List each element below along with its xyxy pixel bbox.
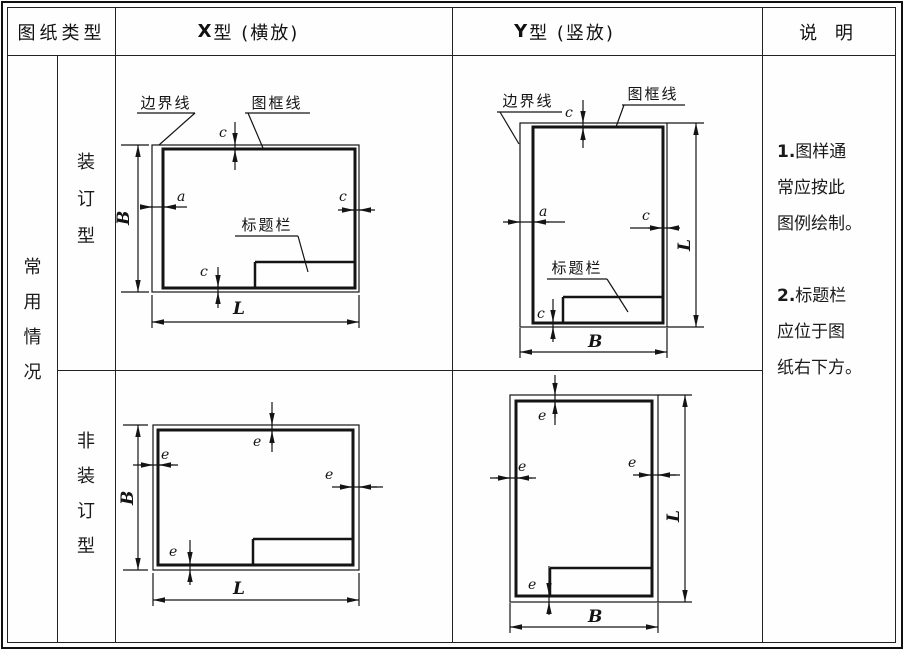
row-label-nonbinding-cell: 非装订型 [57,370,115,642]
grid-line-row [57,370,762,371]
note-text: 图样通 [795,142,847,162]
frame-label: 图框线 [251,94,302,112]
grid-line-col-left [115,8,116,642]
dim-label-B: B [114,211,134,226]
dim-label-e: e [528,577,536,593]
dim-label-c: c [537,306,545,322]
note-line: 应位于图 [777,314,896,350]
row-label-binding: 装订型 [77,152,95,247]
row-label-usage: 常用情况 [23,257,42,383]
header-y-type: Y 型 (竖放) [452,8,762,55]
boundary-rect [519,122,668,328]
title-block-outline [253,260,355,288]
header-sheet-type: 图纸类型 [17,22,106,44]
note-line: 图例绘制。 [777,206,896,242]
leader-line [158,112,196,146]
diagram-x-nonbinding: e e e e B L [118,402,383,606]
frame-rect [531,125,665,325]
dim-label-L: L [232,579,245,599]
dim-label-e: e [325,467,333,483]
dim-label-B: B [118,491,138,506]
dim-label-e: e [161,447,169,463]
header-x-text: 型 (横放) [213,22,300,44]
dim-label-e: e [538,408,546,424]
dim-label-B: B [587,332,602,352]
dim-label-e: e [628,455,636,471]
diagram-y-nonbinding: e e e e L B [490,375,692,633]
dim-label-L: L [664,510,684,523]
title-block-label: 标题栏 [241,216,292,234]
diagram-x-binding: 边界线 图框线 c a c 标题栏 c B [114,94,375,328]
title-block-outline [251,537,353,564]
dim-label-L: L [675,239,695,252]
frame-label: 图框线 [627,85,678,103]
boundary-rect [151,144,360,293]
boundary-rect [509,394,659,603]
note-text: 纸右下方。 [777,358,862,378]
title-block-label: 标题栏 [551,259,602,277]
grid-line-header [8,55,896,56]
note-line [777,242,896,278]
note-line: 常应按此 [777,170,896,206]
dim-label-e: e [253,434,261,450]
title-block-outline [561,295,663,322]
dim-label-c: c [565,105,573,121]
note-line: 1.图样通 [777,134,896,170]
row-label-nonbinding: 非装订型 [77,431,95,557]
frame-rect [514,399,654,598]
notes-panel: 1.图样通 常应按此 图例绘制。 2.标题栏 应位于图 纸右下方。 [762,55,896,642]
grid-line-col-xy [452,8,453,642]
leader-line [499,111,520,145]
note-line: 纸右下方。 [777,350,896,386]
header-x-letter: X [197,21,214,42]
header-y-text: 型 (竖放) [529,22,615,44]
dim-label-c: c [642,208,650,224]
table-border [7,7,896,643]
leader-line [606,278,629,313]
boundary-rect [152,424,360,571]
boundary-label: 边界线 [502,92,553,110]
header-x-type: X 型 (横放) [115,8,452,55]
grid-line-col-usage [57,55,58,642]
dim-label-a: a [177,189,185,205]
diagram-y-binding: 边界线 图框线 c a c 标题栏 c L [497,85,704,358]
leader-line [297,235,309,273]
boundary-label: 边界线 [140,94,191,112]
dim-label-L: L [232,299,245,319]
note-number: 2. [777,286,796,306]
dim-label-e: e [169,544,177,560]
leader-line [615,104,625,128]
row-label-usage-cell: 常用情况 [8,55,57,642]
note-line: 2.标题栏 [777,278,896,314]
dim-label-a: a [539,204,547,220]
dim-label-B: B [587,607,602,627]
header-notes: 说 明 [799,22,859,44]
frame-rect [156,428,355,567]
note-text: 标题栏 [795,286,847,306]
row-label-binding-cell: 装订型 [57,55,115,370]
frame-rect [161,147,357,290]
dim-label-c: c [200,264,208,280]
grid-line-col-note [762,8,763,642]
dim-label-c: c [219,125,227,141]
dim-label-c: c [339,189,347,205]
note-text: 应位于图 [777,322,845,342]
note-text: 常应按此 [777,178,845,198]
note-number: 1. [777,142,796,162]
note-text: 图例绘制。 [777,214,862,234]
dim-label-e: e [518,459,526,475]
header-y-letter: Y [514,21,530,42]
leader-line [247,112,264,149]
title-block-outline [548,566,651,595]
